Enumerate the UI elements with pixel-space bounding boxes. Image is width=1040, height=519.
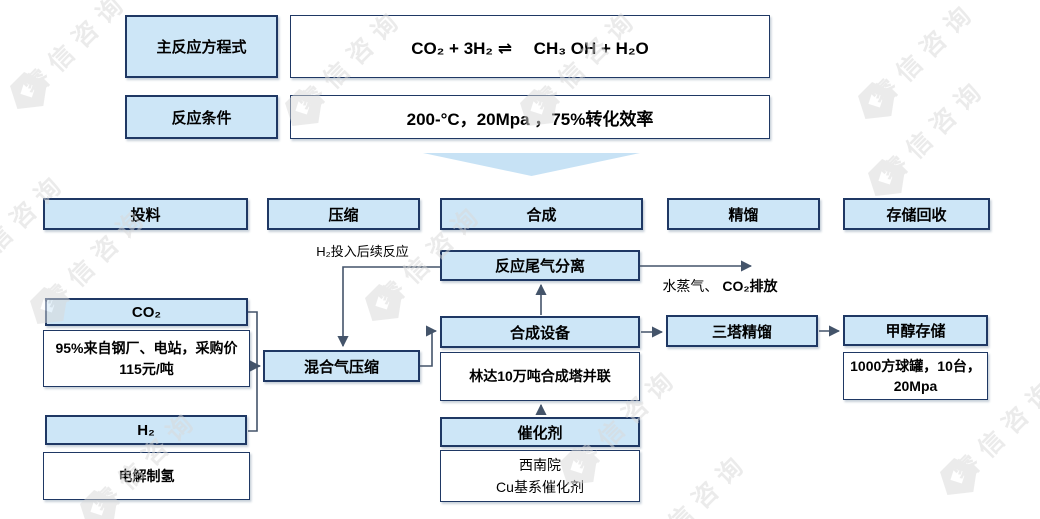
connector-mix-to-synthesis bbox=[420, 325, 438, 367]
node-mix-compress: 混合气压缩 bbox=[263, 350, 420, 382]
node-tail-gas-separation: 反应尾气分离 bbox=[440, 250, 640, 281]
equation-label-box: 主反应方程式 bbox=[125, 15, 278, 78]
annotation-emission-co2: CO₂排放 bbox=[722, 278, 778, 294]
annotation-emission: 水蒸气、 CO₂排放 bbox=[645, 276, 795, 296]
stage-header-feeding: 投料 bbox=[43, 198, 248, 230]
stage-header-synthesis: 合成 bbox=[440, 198, 643, 230]
watermark: 睿信咨询 bbox=[858, 0, 1023, 119]
stage-header-storage-recovery: 存储回收 bbox=[843, 198, 990, 230]
brand-logo-icon bbox=[10, 72, 47, 109]
brand-logo-icon bbox=[868, 159, 905, 196]
node-catalyst: 催化剂 bbox=[440, 417, 640, 447]
catalyst-detail-line2: Cu基系催化剂 bbox=[496, 478, 584, 495]
conditions-label-box: 反应条件 bbox=[125, 95, 278, 139]
node-storage-detail: 1000方球罐，10台，20Mpa bbox=[843, 352, 988, 400]
node-h2-detail: 电解制氢 bbox=[43, 452, 250, 500]
connector-tailgas-recycle bbox=[337, 266, 440, 348]
watermark: 睿信咨询 bbox=[868, 46, 1033, 196]
down-arrow-shape bbox=[423, 153, 640, 176]
brand-logo-icon bbox=[365, 284, 402, 321]
annotation-h2-recycle: H₂投入后续反应 bbox=[316, 244, 409, 259]
node-three-tower-distillation: 三塔精馏 bbox=[666, 315, 818, 347]
node-co2-detail: 95%来自钢厂、电站，采购价115元/吨 bbox=[43, 330, 250, 387]
conditions-box: 200-°C，20Mpa ，75%转化效率 bbox=[290, 95, 770, 139]
node-catalyst-detail: 西南院 Cu基系催化剂 bbox=[440, 450, 640, 502]
watermark: 睿信咨询 bbox=[638, 446, 755, 519]
node-methanol-storage: 甲醇存储 bbox=[843, 315, 988, 346]
node-synthesis-equipment: 合成设备 bbox=[440, 316, 640, 348]
stage-header-distillation: 精馏 bbox=[667, 198, 820, 230]
annotation-emission-prefix: 水蒸气、 bbox=[662, 278, 723, 294]
brand-logo-icon bbox=[858, 82, 895, 119]
catalyst-detail-line1: 西南院 bbox=[519, 456, 561, 473]
node-synthesis-detail: 林达10万吨合成塔并联 bbox=[440, 352, 640, 401]
node-h2: H₂ bbox=[45, 415, 247, 445]
equation-box: CO₂ + 3H₂ ⇌ CH₃ OH + H₂O bbox=[290, 15, 770, 78]
node-co2: CO₂ bbox=[45, 298, 248, 326]
brand-logo-icon bbox=[940, 458, 977, 495]
stage-header-compression: 压缩 bbox=[267, 198, 420, 230]
